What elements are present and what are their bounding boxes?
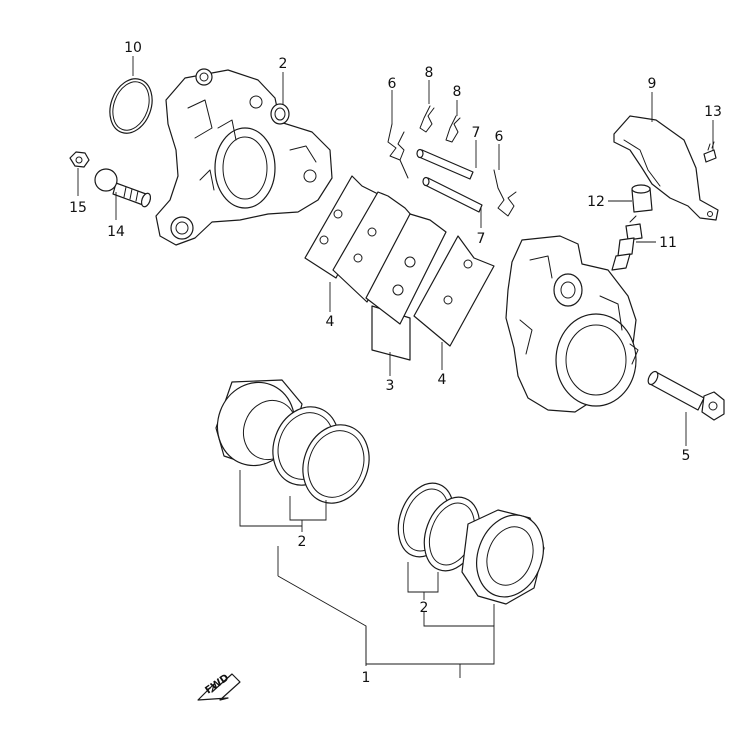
callout-2-lower-right: 2 <box>420 600 429 616</box>
pad-pin-7-lower <box>422 176 483 213</box>
callout-2-top: 2 <box>279 56 288 72</box>
seal-2-top <box>270 103 290 125</box>
callout-4-right: 4 <box>438 372 447 388</box>
callout-6-left: 6 <box>388 76 397 92</box>
callout-8-left: 8 <box>425 65 434 81</box>
brake-pad-4-left <box>304 175 379 279</box>
bolt-5 <box>647 370 725 421</box>
pad-pin-7-upper <box>416 148 474 180</box>
pin-clip-8-left <box>419 105 435 133</box>
callout-10: 10 <box>124 40 142 56</box>
callout-1: 1 <box>362 670 371 686</box>
callout-6-right: 6 <box>495 129 504 145</box>
callout-15: 15 <box>69 200 87 216</box>
caliper-holder <box>155 68 333 246</box>
pin-clip-8-right <box>445 115 461 143</box>
callout-11: 11 <box>659 235 677 251</box>
brake-pad-4-right <box>413 235 495 347</box>
callout-13: 13 <box>704 104 722 120</box>
callout-7-upper: 7 <box>472 125 481 141</box>
forward-direction-arrow: FWD <box>197 672 241 701</box>
callout-8-right: 8 <box>453 84 462 100</box>
piston-right <box>461 509 545 605</box>
callout-12: 12 <box>587 194 605 210</box>
piston-seal-2-left-inner <box>302 424 370 504</box>
bolt-14 <box>94 168 152 208</box>
leader-lines <box>77 56 714 678</box>
callout-9: 9 <box>648 76 657 92</box>
brake-pad-inner <box>365 213 447 325</box>
callout-4-left: 4 <box>326 314 335 330</box>
callout-7-lower: 7 <box>477 231 486 247</box>
callout-3: 3 <box>386 378 395 394</box>
pad-spring-9 <box>613 115 719 221</box>
screw-13 <box>703 141 717 163</box>
callout-2-lower-left: 2 <box>298 534 307 550</box>
bleeder-valve-11 <box>611 215 643 271</box>
callout-labels: 10 2 15 14 6 8 8 7 6 7 9 13 12 11 4 3 4 … <box>69 40 722 686</box>
callout-14: 14 <box>107 224 125 240</box>
callout-5: 5 <box>682 448 691 464</box>
spring-clip-6-left <box>387 123 409 179</box>
caliper-body <box>505 235 639 413</box>
bleeder-cap-12 <box>631 184 653 213</box>
spring-clip-6-right <box>493 169 517 217</box>
o-ring-10 <box>109 78 153 134</box>
nut-15 <box>69 151 90 168</box>
